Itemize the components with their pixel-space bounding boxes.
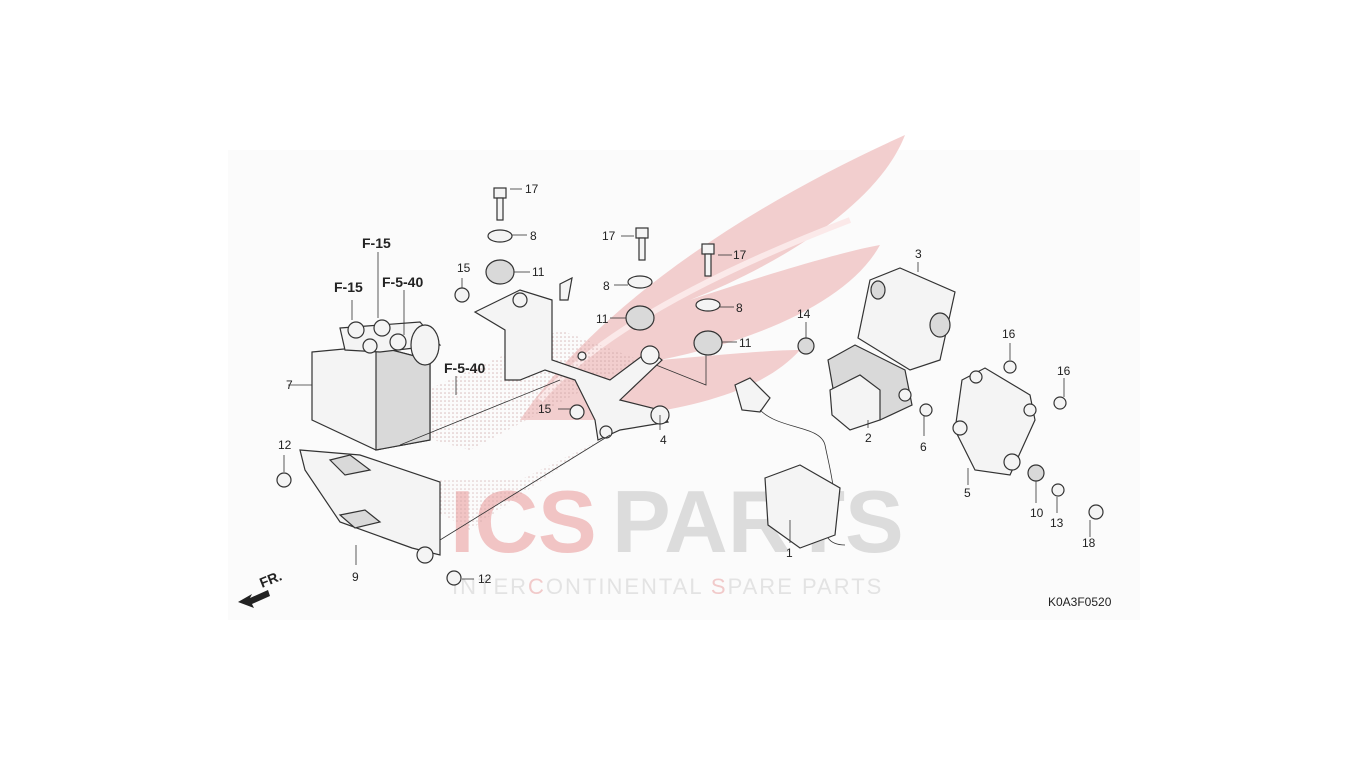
watermark-tagline: INTERCONTINENTAL SPARE PARTS <box>452 574 883 599</box>
callout-10: 10 <box>1030 506 1044 520</box>
callout-9: 9 <box>352 570 359 584</box>
part-sensor-unit <box>827 344 913 431</box>
callout-11-a: 11 <box>532 265 545 279</box>
direction-arrow: FR. <box>238 567 284 608</box>
part-harness <box>734 377 846 549</box>
ref-label-f15-left: F-15 <box>334 279 363 295</box>
callout-8-c: 8 <box>736 301 743 315</box>
callout-13: 13 <box>1050 516 1064 530</box>
callout-8-a: 8 <box>530 229 537 243</box>
callout-15-b: 15 <box>538 402 552 416</box>
tagline-seg-2: ONTINENTAL <box>546 574 711 599</box>
callout-16-b: 16 <box>1057 364 1071 378</box>
callout-15-a: 15 <box>457 261 471 275</box>
callout-6: 6 <box>920 440 927 454</box>
diagram-code: K0A3F0520 <box>1048 595 1112 609</box>
part-sensor-cover <box>857 267 956 371</box>
callout-14: 14 <box>797 307 811 321</box>
ref-label-f540-right: F-5-40 <box>444 360 485 376</box>
callout-17-b: 17 <box>602 229 616 243</box>
part-abs-modulator <box>311 319 442 451</box>
callout-17-c: 17 <box>733 248 747 262</box>
direction-label: FR. <box>257 567 284 590</box>
part-lower-cover <box>299 449 441 564</box>
tagline-seg-3: S <box>711 574 728 599</box>
callout-3: 3 <box>915 247 922 261</box>
callout-16-a: 16 <box>1002 327 1016 341</box>
tagline-seg-4: PARE PARTS <box>728 574 884 599</box>
callout-5: 5 <box>964 486 971 500</box>
leader-lines <box>283 188 1091 580</box>
callout-18: 18 <box>1082 536 1096 550</box>
callout-12-b: 12 <box>478 572 492 586</box>
callout-2: 2 <box>865 431 872 445</box>
callout-12-a: 12 <box>278 438 292 452</box>
watermark-brand-grey: PARTS <box>612 472 904 571</box>
callout-11-c: 11 <box>739 336 752 350</box>
tagline-seg-1: C <box>528 574 546 599</box>
callout-8-b: 8 <box>603 279 610 293</box>
ref-label-f540-top: F-5-40 <box>382 274 423 290</box>
tagline-seg-0: INTER <box>452 574 528 599</box>
callout-1: 1 <box>786 546 793 560</box>
ref-label-f15-top: F-15 <box>362 235 391 251</box>
fasteners <box>276 187 1104 586</box>
reference-labels: F-15 F-15 F-5-40 F-5-40 <box>334 235 485 376</box>
part-bracket <box>473 276 670 441</box>
part-stay <box>952 367 1037 476</box>
callout-17-a: 17 <box>525 182 539 196</box>
callouts: 1 2 3 4 5 6 7 8 8 8 9 10 11 11 11 12 12 … <box>278 182 1096 586</box>
callout-7: 7 <box>286 378 293 392</box>
callout-4: 4 <box>660 433 667 447</box>
callout-11-b: 11 <box>596 312 609 326</box>
